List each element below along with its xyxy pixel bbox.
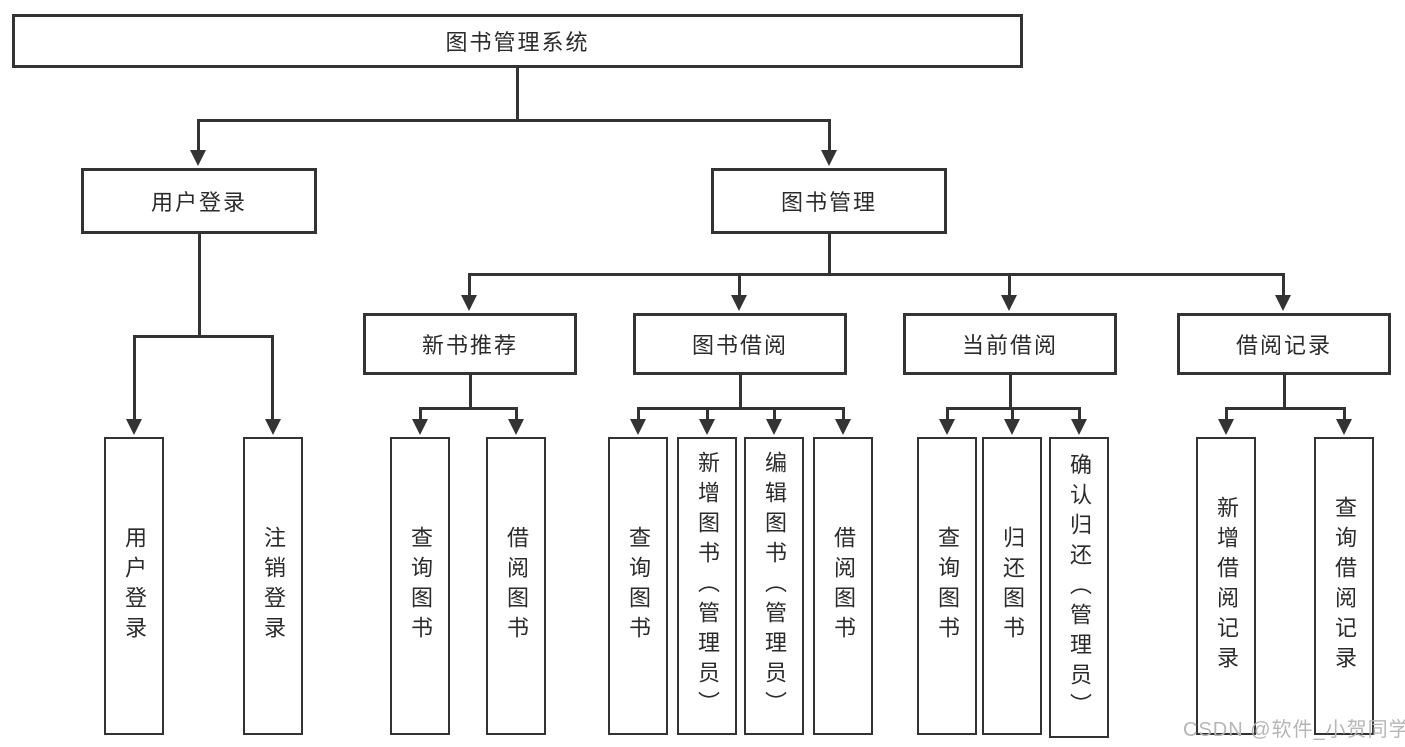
connector-line [1009,375,1012,410]
leaf-label: 注销登录 [261,526,286,646]
arrowhead-down [766,419,782,435]
leaf-confirm-return-admin: 确认归还（管理员） [1049,437,1109,738]
arrowhead-down [1336,419,1352,435]
arrowhead-down [412,419,428,435]
arrowhead-down [1071,419,1087,435]
arrowhead-down [1001,295,1017,311]
arrowhead-down [190,150,206,166]
connector-line [469,375,472,410]
connector-line [637,407,845,410]
arrowhead-down [1218,419,1234,435]
connector-line [1343,407,1346,421]
connector-line [1225,407,1345,410]
leaf-label: 查询图书 [935,526,960,646]
connector-line [133,335,136,421]
leaf-label: 用户登录 [122,526,147,646]
connector-line [271,335,274,421]
connector-line [706,407,709,421]
connector-line [842,407,845,421]
leaf-add-borrow-record: 新增借阅记录 [1196,437,1256,735]
node-user-login: 用户登录 [81,168,317,234]
node-library-management-system: 图书管理系统 [12,14,1023,68]
arrowhead-down [821,150,837,166]
arrowhead-down [630,419,646,435]
connector-line [468,273,1285,276]
connector-line [1283,375,1286,410]
node-label: 图书管理 [780,190,877,215]
connector-line [738,273,741,297]
arrowhead-down [508,419,524,435]
leaf-user-login: 用户登录 [104,437,164,735]
node-label: 图书管理系统 [445,30,590,55]
connector-line [198,234,201,338]
node-borrow-record: 借阅记录 [1177,313,1391,375]
connector-line [1011,407,1014,421]
arrowhead-down [265,419,281,435]
connector-line [197,119,200,153]
connector-line [419,407,422,421]
leaf-query-book: 查询图书 [608,437,668,735]
leaf-label: 归还图书 [1000,526,1025,646]
node-book-management: 图书管理 [711,168,947,234]
connector-line [946,407,949,421]
node-new-book-recommend: 新书推荐 [363,313,577,375]
connector-line [773,407,776,421]
arrowhead-down [1004,419,1020,435]
leaf-query-book-current: 查询图书 [917,437,977,735]
arrowhead-down [699,419,715,435]
leaf-label: 借阅图书 [831,526,856,646]
connector-line [739,375,742,410]
leaf-label: 借阅图书 [504,526,529,646]
node-label: 用户登录 [150,190,247,215]
leaf-label: 编辑图书（管理员） [762,451,787,721]
node-label: 当前借阅 [961,333,1058,358]
connector-line [637,407,640,421]
connector-line [828,119,831,153]
arrowhead-down [731,295,747,311]
leaf-label: 新增借阅记录 [1214,496,1239,676]
leaf-label: 查询图书 [626,526,651,646]
leaf-borrow-book: 借阅图书 [813,437,873,735]
connector-line [1225,407,1228,421]
leaf-label: 查询图书 [408,526,433,646]
connector-line [828,234,831,276]
arrowhead-down [835,419,851,435]
arrowhead-down [461,295,477,311]
connector-line [468,273,471,297]
leaf-edit-book-admin: 编辑图书（管理员） [744,437,804,735]
connector-line [516,68,519,122]
leaf-query-borrow-record: 查询借阅记录 [1314,437,1374,735]
leaf-label: 新增图书（管理员） [695,451,720,721]
node-current-borrow: 当前借阅 [903,313,1117,375]
arrowhead-down [126,419,142,435]
connector-line [1282,273,1285,297]
leaf-add-book-admin: 新增图书（管理员） [677,437,737,735]
leaf-borrow-book-recommend: 借阅图书 [486,437,546,735]
leaf-return-book: 归还图书 [982,437,1042,735]
arrowhead-down [1275,295,1291,311]
connector-line [197,119,831,122]
leaf-label: 确认归还（管理员） [1067,452,1092,723]
connector-line [419,407,518,410]
connector-line [1078,407,1081,421]
node-label: 图书借阅 [691,333,788,358]
arrowhead-down [939,419,955,435]
leaf-query-book-recommend: 查询图书 [390,437,450,735]
csdn-watermark: CSDN @软件_小贺同学 [1183,719,1405,741]
connector-line [133,335,274,338]
node-label: 借阅记录 [1235,333,1332,358]
leaf-logout: 注销登录 [243,437,303,735]
connector-line [1008,273,1011,297]
leaf-label: 查询借阅记录 [1332,496,1357,676]
node-label: 新书推荐 [421,333,518,358]
connector-line [515,407,518,421]
node-book-borrow: 图书借阅 [633,313,847,375]
